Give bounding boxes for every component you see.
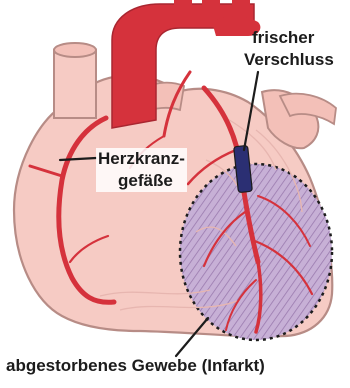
coronary-vessels-label: Herzkranz- gefäße (96, 148, 187, 192)
fresh-occlusion-label: frischer Verschluss (244, 27, 350, 71)
infarct-label: abgestorbenes Gewebe (Infarkt) (6, 357, 265, 374)
fresh-occlusion-label-line2: Verschluss (244, 49, 350, 71)
aortic-branch-1 (174, 0, 192, 20)
superior-vena-cava (54, 50, 96, 118)
coronary-vessels-label-line2: gefäße (98, 170, 185, 192)
aortic-branch-2 (202, 0, 220, 20)
vena-cava-opening (54, 43, 96, 57)
fresh-occlusion-label-line1: frischer (244, 27, 350, 49)
coronary-vessels-label-line1: Herzkranz- (98, 148, 185, 170)
